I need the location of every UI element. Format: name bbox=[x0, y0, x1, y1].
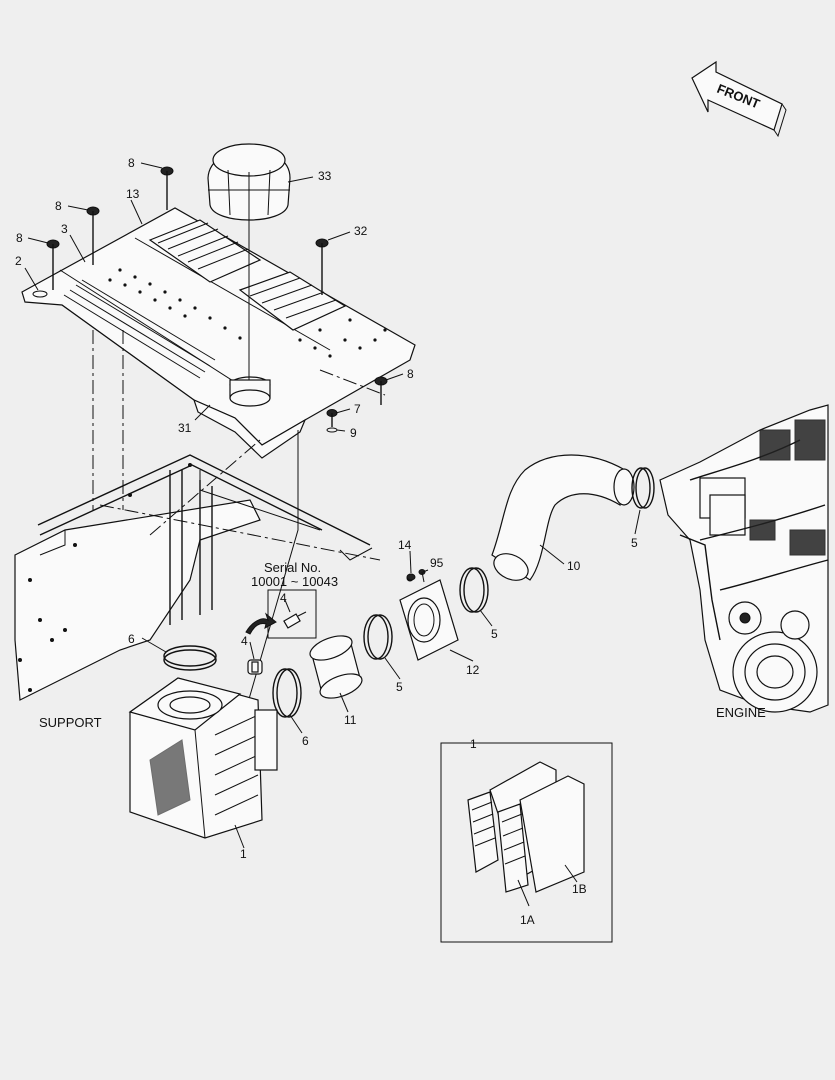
support-label: SUPPORT bbox=[39, 715, 102, 730]
sensor-4 bbox=[247, 659, 263, 675]
engine bbox=[659, 404, 829, 713]
callout-6-left: 6 bbox=[128, 632, 135, 646]
support-frame bbox=[14, 439, 381, 701]
callout-4-main: 4 bbox=[241, 634, 248, 648]
callout-1b: 1B bbox=[572, 882, 587, 896]
air-cleaner-housing bbox=[128, 677, 278, 839]
callout-1a: 1A bbox=[520, 913, 535, 927]
callout-13: 13 bbox=[126, 187, 140, 201]
callout-32: 32 bbox=[354, 224, 368, 238]
bolt-8-c bbox=[46, 239, 60, 290]
callout-4-inset: 4 bbox=[280, 591, 287, 605]
callout-5-a: 5 bbox=[396, 680, 403, 694]
callout-12: 12 bbox=[466, 663, 480, 677]
bolt-8-b bbox=[86, 206, 100, 265]
callout-9: 9 bbox=[350, 426, 357, 440]
callout-8-b: 8 bbox=[55, 199, 62, 213]
callout-8-d: 8 bbox=[407, 367, 414, 381]
precleaner bbox=[207, 143, 291, 380]
adapter-12 bbox=[399, 574, 459, 661]
callout-3: 3 bbox=[61, 222, 68, 236]
callout-5-c: 5 bbox=[631, 536, 638, 550]
callout-2: 2 bbox=[15, 254, 22, 268]
callout-33: 33 bbox=[318, 169, 332, 183]
leader-lines bbox=[24, 162, 641, 907]
engine-label: ENGINE bbox=[716, 705, 766, 720]
hose-11 bbox=[309, 635, 363, 699]
serial-range: 10001 ~ 10043 bbox=[251, 574, 338, 589]
bolt-32 bbox=[315, 238, 329, 295]
bolt-8-a bbox=[160, 166, 174, 210]
clamp-6-right bbox=[272, 668, 302, 718]
callout-5-b: 5 bbox=[491, 627, 498, 641]
clamp-5-b bbox=[459, 567, 489, 613]
clamp-5-a bbox=[363, 614, 393, 660]
serial-inset bbox=[245, 589, 317, 639]
bolt-14 bbox=[406, 573, 416, 581]
callout-10: 10 bbox=[567, 559, 581, 573]
callout-1-main: 1 bbox=[240, 847, 247, 861]
callout-labels: 8 13 8 3 8 2 33 32 8 7 9 31 14 95 10 5 5… bbox=[15, 156, 766, 927]
callout-11: 11 bbox=[344, 713, 357, 727]
screw-95 bbox=[418, 569, 426, 583]
fasteners bbox=[46, 166, 426, 583]
callout-7: 7 bbox=[354, 402, 361, 416]
front-arrow: FRONT bbox=[691, 60, 787, 138]
callout-8-c: 8 bbox=[16, 231, 23, 245]
filter-inset-box bbox=[440, 742, 613, 943]
top-plate bbox=[21, 207, 416, 459]
serial-title: Serial No. bbox=[264, 560, 321, 575]
clamp-6-left bbox=[163, 645, 217, 671]
callout-95: 95 bbox=[430, 556, 444, 570]
callout-14: 14 bbox=[398, 538, 412, 552]
callout-8-a: 8 bbox=[128, 156, 135, 170]
bolt-8-d bbox=[374, 376, 388, 405]
callout-1-box: 1 bbox=[470, 737, 477, 751]
callout-6-right: 6 bbox=[302, 734, 309, 748]
bolt-7-washer-9 bbox=[326, 409, 338, 433]
clamp-5-c bbox=[631, 467, 655, 509]
callout-31: 31 bbox=[178, 421, 192, 435]
elbow-hose-10 bbox=[491, 454, 635, 581]
